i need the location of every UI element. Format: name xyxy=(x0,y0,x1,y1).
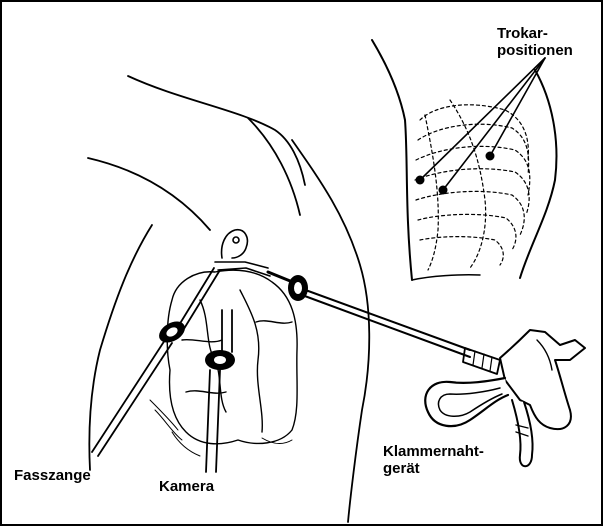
trokar-label: Trokar- positionen xyxy=(497,25,573,59)
tissue-apex xyxy=(215,230,270,276)
klammernaht-label-line1: Klammernaht- xyxy=(383,443,484,460)
body-contours xyxy=(88,76,369,522)
fasszange-label: Fasszange xyxy=(14,467,91,484)
camera-instrument xyxy=(205,310,235,472)
trokar-label-line1: Trokar- xyxy=(497,25,573,42)
trokar-label-line2: positionen xyxy=(497,42,573,59)
stapler-instrument xyxy=(268,272,585,466)
kamera-label: Kamera xyxy=(159,478,214,495)
inset-ribcage xyxy=(415,100,530,270)
klammernaht-label-line2: gerät xyxy=(383,460,484,477)
grasper-instrument xyxy=(92,268,220,456)
klammernaht-label: Klammernaht- gerät xyxy=(383,443,484,477)
